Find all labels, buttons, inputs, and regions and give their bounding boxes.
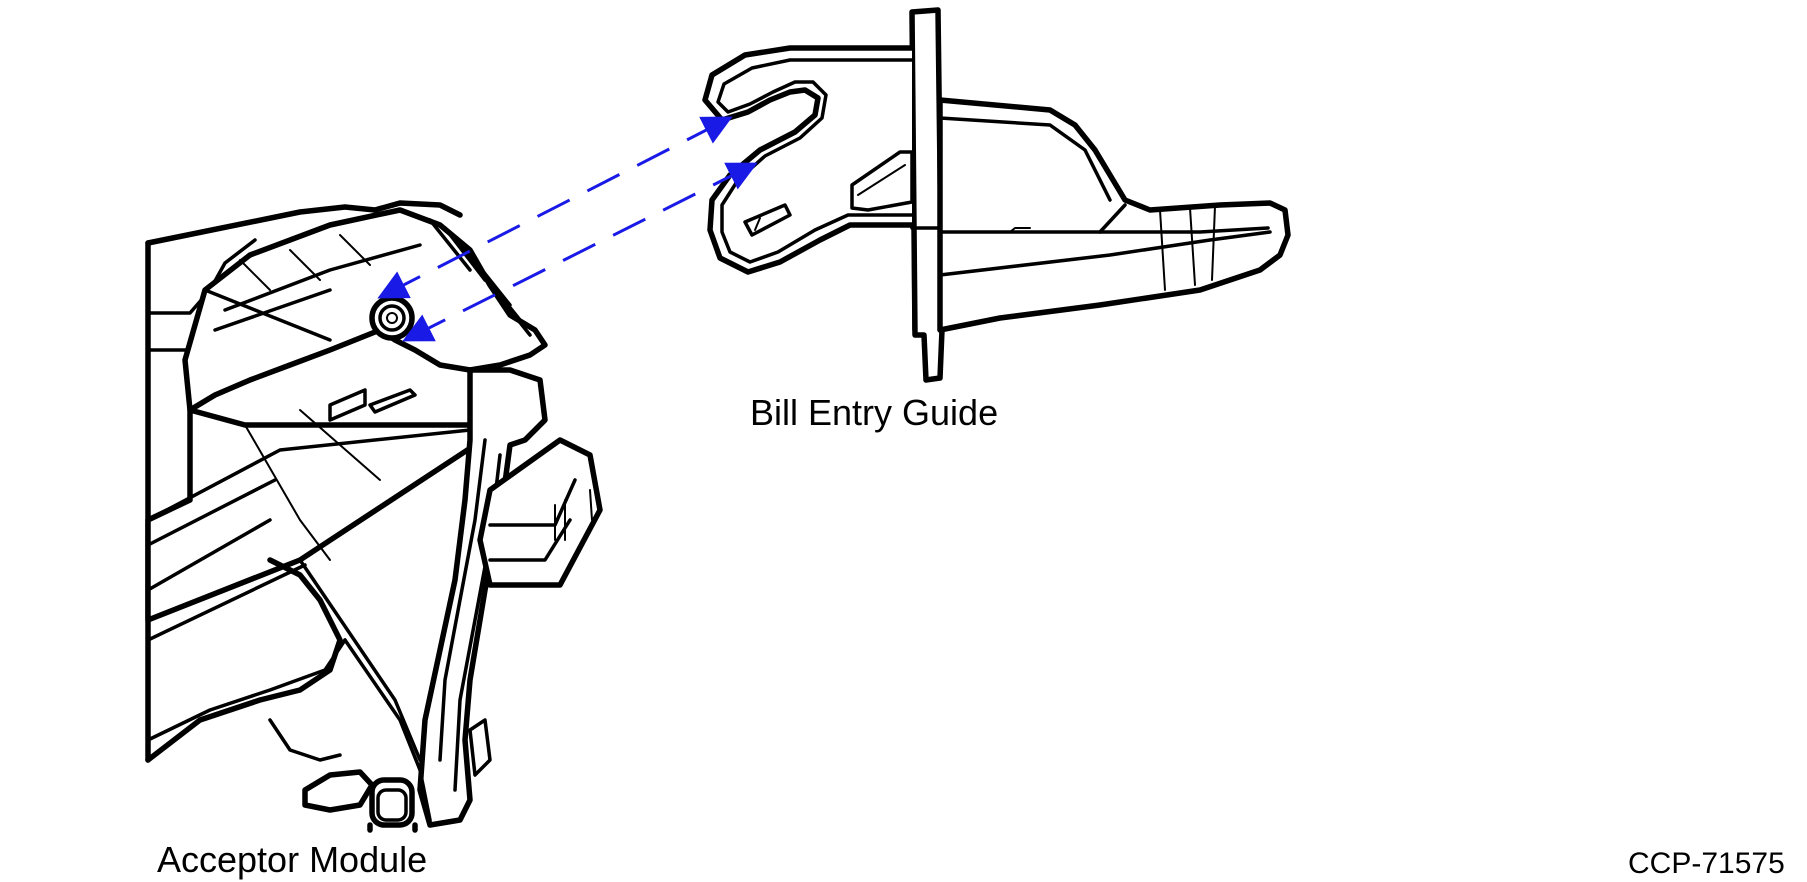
bill-entry-guide-drawing [702,7,1291,383]
acceptor-module-drawing [145,200,603,833]
figure-id-label: CCP-71575 [1628,847,1785,880]
acceptor-module-label: Acceptor Module [157,839,428,880]
lower-arrow [402,162,758,342]
bill-entry-guide-label: Bill Entry Guide [750,392,999,433]
dashed-double-headed-arrows [377,116,758,342]
